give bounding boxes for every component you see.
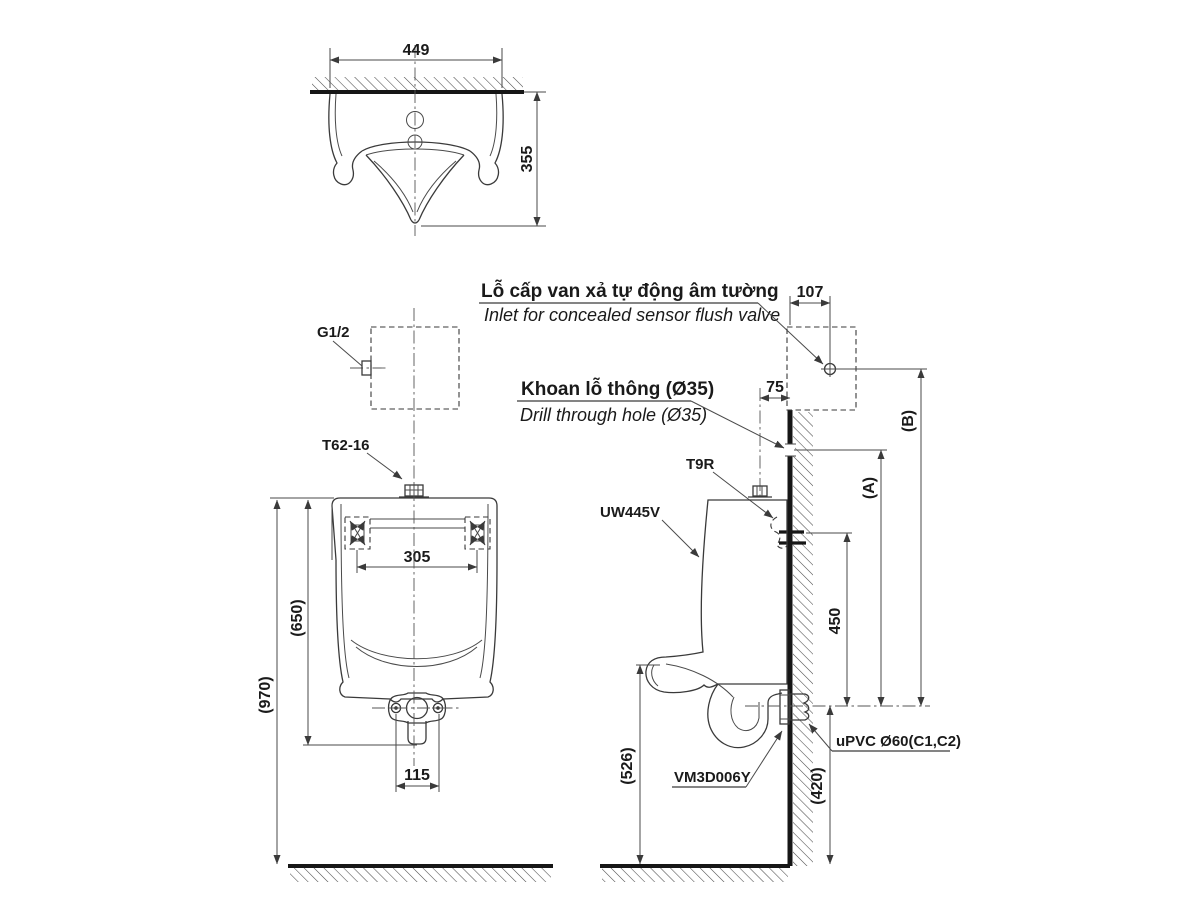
callouts: Lỗ cấp van xả tự động âm tường Inlet for… <box>479 280 824 449</box>
dim-450: 450 <box>806 532 852 707</box>
dim-115: 115 <box>395 714 440 792</box>
dim-450-label: 450 <box>827 608 844 635</box>
g12-leader <box>332 340 363 367</box>
dim-650: (650) <box>270 497 417 746</box>
wall-hatch-top <box>312 77 523 90</box>
floor-hatch-side <box>602 868 788 882</box>
wall-hatch-side <box>793 412 813 866</box>
g12-label: G1/2 <box>317 324 350 341</box>
urinal-front-outline <box>331 497 498 703</box>
dim-526: (526) <box>619 664 660 865</box>
front-view: G1/2 T62-16 <box>257 308 553 882</box>
dim-75-label: 75 <box>766 379 784 396</box>
dim-b: (B) <box>900 368 925 707</box>
dim-107-label: 107 <box>797 284 824 301</box>
outlet-model-leader <box>745 730 783 788</box>
outlet-pipe <box>789 693 810 721</box>
t62-leader <box>366 452 403 480</box>
dim-355: 355 <box>421 91 546 227</box>
dim-305: 305 <box>356 549 478 573</box>
urinal-plan-outline <box>328 93 504 224</box>
drill-hole <box>785 443 796 457</box>
dim-a-label: (A) <box>861 477 878 499</box>
dim-449-label: 449 <box>403 42 430 59</box>
dim-75: 75 <box>759 379 791 497</box>
dim-355-label: 355 <box>519 146 536 173</box>
dim-449: 449 <box>329 42 503 88</box>
dim-305-label: 305 <box>404 549 431 566</box>
inlet-callout-en: Inlet for concealed sensor flush valve <box>484 305 780 325</box>
drill-callout-vi: Khoan lỗ thông (Ø35) <box>521 378 714 400</box>
dim-b-label: (B) <box>900 410 917 432</box>
t9r-leader <box>712 471 774 519</box>
urinal-side-outline <box>645 499 788 749</box>
hanger-brackets <box>344 516 491 550</box>
hanger-hook <box>770 516 789 549</box>
inlet-connector <box>361 360 372 376</box>
outlet-model-label: VM3D006Y <box>674 769 751 786</box>
drain-assembly <box>372 692 462 745</box>
pipe-leader <box>808 723 833 752</box>
dim-a: (A) <box>861 449 885 707</box>
dim-115-label: 115 <box>404 767 430 784</box>
t62-label: T62-16 <box>322 437 370 454</box>
floor-hatch-front <box>290 868 551 882</box>
dim-526-label: (526) <box>619 747 636 784</box>
drill-callout-en: Drill through hole (Ø35) <box>520 405 707 425</box>
side-view: 107 75 T9R UW445V <box>600 284 961 882</box>
model-label: UW445V <box>600 504 660 521</box>
spud-hole-plan <box>406 111 424 129</box>
dim-420: (420) <box>809 705 834 865</box>
spud-side <box>748 485 772 498</box>
dim-970: (970) <box>257 499 281 865</box>
dim-650-label: (650) <box>289 599 306 636</box>
dim-107: 107 <box>789 284 831 361</box>
outlet-flange <box>779 689 790 725</box>
inlet-callout-vi: Lỗ cấp van xả tự động âm tường <box>481 280 779 302</box>
pipe-label: uPVC Ø60(C1,C2) <box>836 733 961 750</box>
drill-leader <box>690 400 785 449</box>
inlet-leader <box>757 302 824 365</box>
dim-970-label: (970) <box>257 676 274 713</box>
dim-420-label: (420) <box>809 767 826 804</box>
top-view: 449 355 <box>310 42 546 236</box>
t9r-label: T9R <box>686 456 715 473</box>
model-leader <box>661 519 700 558</box>
